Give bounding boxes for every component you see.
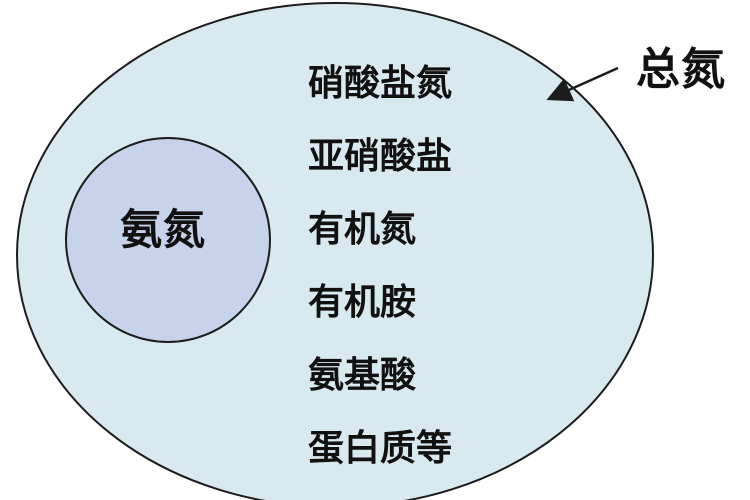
inner-circle-label: 氨氮: [120, 205, 207, 254]
list-item: 有机氮: [308, 209, 417, 250]
pointer-arrow: [546, 66, 619, 102]
nitrogen-components-list: 硝酸盐氮 亚硝酸盐 有机氮 有机胺 氨基酸 蛋白质等: [308, 64, 508, 469]
total-nitrogen-ellipse: [16, 2, 654, 500]
list-item: 硝酸盐氮: [308, 63, 453, 104]
list-item: 蛋白质等: [308, 428, 453, 469]
list-item: 氨基酸: [308, 355, 417, 396]
outer-title: 总氮: [636, 44, 726, 95]
ammonia-nitrogen-circle: [65, 137, 271, 343]
list-item: 亚硝酸盐: [308, 136, 453, 177]
list-item: 有机胺: [308, 282, 417, 323]
